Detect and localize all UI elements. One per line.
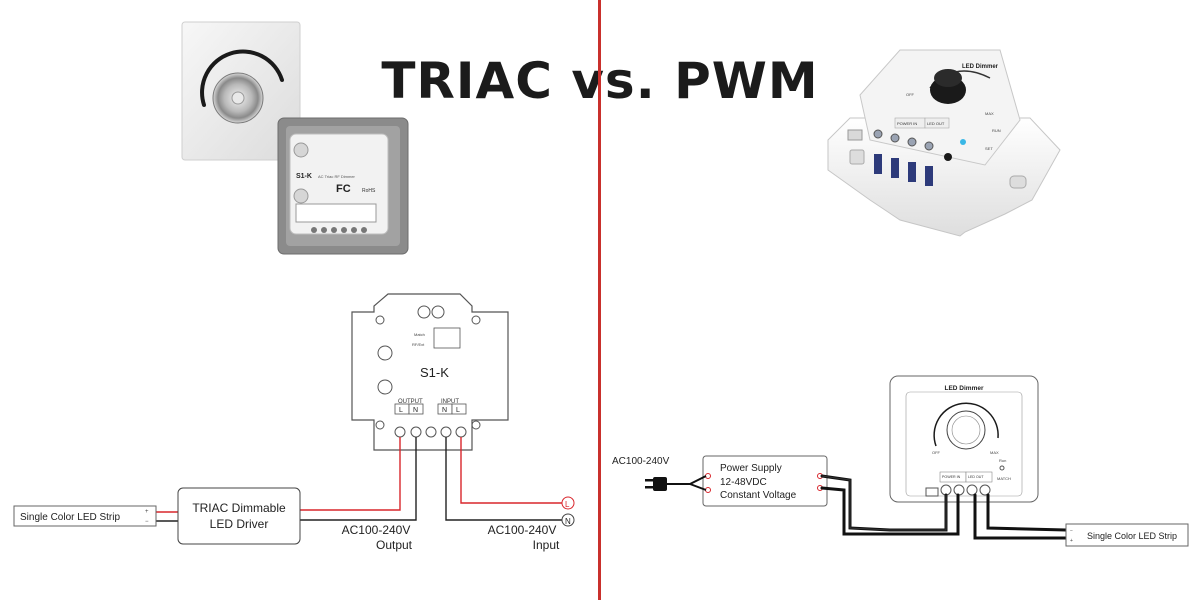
photo-set-label: SET [985, 146, 993, 151]
photo-run-label: RUN [992, 128, 1001, 133]
pwm-dimmer-photo: LED Dimmer OFF MAX RUN SET POWER IN LED … [827, 49, 1061, 237]
output-label: OUTPUT [398, 399, 423, 405]
triac-wall-panel-photo [181, 21, 301, 161]
triac-module-drawing: Match RF/Ext S1-K OUTPUT INPUT L N N L [351, 293, 509, 451]
l-terminal-marker: L [561, 496, 575, 510]
terminal-input-l: L [456, 407, 460, 414]
ac-input-label: AC100-240V [612, 456, 670, 467]
power-in-label: POWER IN [942, 475, 961, 479]
triac-model-label: S1-K [420, 365, 449, 380]
input-label: INPUT [441, 399, 459, 405]
fc-mark: FC [336, 183, 351, 195]
rohs-mark: RoHS [362, 188, 376, 194]
triac-photo-model-label: S1-K [296, 173, 312, 180]
terminal-input-n: N [442, 407, 447, 414]
power-supply-line2: 12-48VDC [720, 477, 767, 488]
triac-led-strip: Single Color LED Strip + − [13, 505, 157, 527]
photo-max-label: MAX [985, 111, 994, 116]
triac-wires [155, 437, 562, 522]
output-caption-line1: AC100-240V [342, 523, 411, 537]
svg-text:+: + [1070, 538, 1073, 544]
svg-text:−: − [145, 519, 149, 525]
photo-dimmer-label: LED Dimmer [962, 64, 999, 70]
n-terminal-text: N [565, 517, 571, 526]
driver-label-line1: TRIAC Dimmable [192, 501, 286, 515]
photo-led-out-label: LED OUT [927, 121, 945, 126]
driver-label-line2: LED Driver [210, 517, 269, 531]
output-caption-line2: Output [376, 538, 413, 552]
off-label: OFF [932, 450, 941, 455]
max-label: MAX [990, 450, 999, 455]
triac-dimmable-driver: TRIAC Dimmable LED Driver [177, 487, 301, 545]
photo-power-in-label: POWER IN [897, 121, 917, 126]
pwm-wires [820, 474, 1068, 540]
match-label: MATCH [997, 476, 1011, 481]
power-supply-line1: Power Supply [720, 463, 782, 474]
svg-text:−: − [1070, 528, 1073, 534]
pwm-led-strip-label: Single Color LED Strip [1087, 531, 1177, 541]
run-label: Run [999, 458, 1006, 463]
ac-plug-icon [645, 475, 707, 491]
center-divider [598, 0, 601, 600]
dimmer-label: LED Dimmer [944, 385, 983, 392]
pwm-led-strip: Single Color LED Strip − + [1065, 523, 1189, 547]
svg-text:+: + [145, 509, 149, 515]
input-caption-line1: AC100-240V [488, 523, 557, 537]
terminal-output-l: L [399, 407, 403, 414]
power-supply-box: Power Supply 12-48VDC Constant Voltage [702, 455, 828, 507]
photo-off-label: OFF [906, 92, 915, 97]
led-out-label: LED OUT [968, 475, 984, 479]
l-terminal-text: L [565, 500, 570, 509]
power-supply-line3: Constant Voltage [720, 490, 797, 501]
triac-match-label: Match [414, 332, 425, 337]
input-caption-line2: Input [533, 538, 560, 552]
n-terminal-marker: N [561, 513, 575, 527]
pwm-dimmer-drawing: LED Dimmer OFF MAX Run MATCH POWER IN LE… [889, 375, 1039, 503]
terminal-output-n: N [413, 407, 418, 414]
triac-module-photo: S1-K AC Triac RF Dimmer FC RoHS [277, 117, 409, 255]
triac-led-strip-label: Single Color LED Strip [20, 512, 120, 523]
triac-rf-label: RF/Ext [412, 342, 425, 347]
triac-photo-tiny-text: AC Triac RF Dimmer [318, 174, 356, 179]
